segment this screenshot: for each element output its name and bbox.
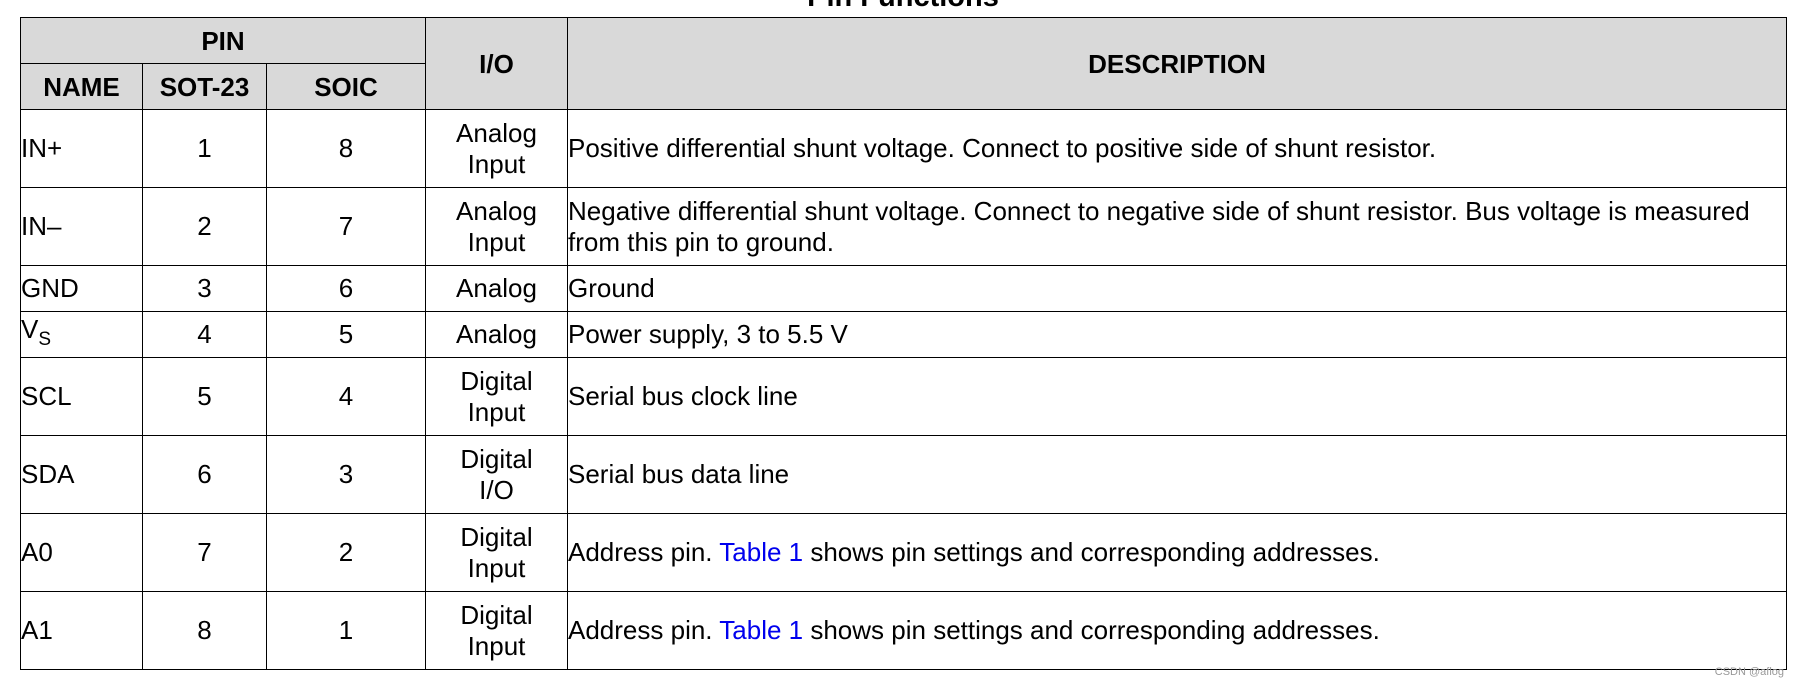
pin-soic: 7 [266, 187, 426, 266]
header-pin: PIN [20, 17, 426, 64]
pin-description: Power supply, 3 to 5.5 V [567, 311, 1787, 358]
pin-io: Analog [425, 265, 568, 312]
pin-name: IN+ [20, 109, 143, 188]
pin-description: Address pin. Table 1 shows pin settings … [567, 591, 1787, 670]
pin-sot23: 8 [142, 591, 267, 670]
pin-sot23: 4 [142, 311, 267, 358]
pin-name: SCL [20, 357, 143, 436]
header-io: I/O [425, 17, 568, 110]
pin-sot23: 6 [142, 435, 267, 514]
pin-name: IN– [20, 187, 143, 266]
pin-soic: 5 [266, 311, 426, 358]
pin-soic: 3 [266, 435, 426, 514]
table-row: VS 4 5 Analog Power supply, 3 to 5.5 V [20, 311, 1787, 358]
header-name: NAME [20, 63, 143, 110]
table-1-link[interactable]: Table 1 [719, 537, 804, 567]
pin-soic: 8 [266, 109, 426, 188]
pin-name: A1 [20, 591, 143, 670]
pin-sot23: 3 [142, 265, 267, 312]
header-description: DESCRIPTION [567, 17, 1787, 110]
pin-description: Serial bus data line [567, 435, 1787, 514]
header-soic: SOIC [266, 63, 426, 110]
watermark: CSDN @aflog [1714, 666, 1784, 678]
pin-soic: 1 [266, 591, 426, 670]
pin-sot23: 5 [142, 357, 267, 436]
pin-name: SDA [20, 435, 143, 514]
pin-sot23: 7 [142, 513, 267, 592]
pin-io: Analog [425, 311, 568, 358]
pin-description: Address pin. Table 1 shows pin settings … [567, 513, 1787, 592]
pin-soic: 6 [266, 265, 426, 312]
table-1-link[interactable]: Table 1 [719, 615, 804, 645]
pin-soic: 4 [266, 357, 426, 436]
pin-description: Serial bus clock line [567, 357, 1787, 436]
pin-description: Positive differential shunt voltage. Con… [567, 109, 1787, 188]
pin-sot23: 2 [142, 187, 267, 266]
pin-name: A0 [20, 513, 143, 592]
page-title: Pin Functions [20, 0, 1786, 12]
pin-soic: 2 [266, 513, 426, 592]
table-row: GND 3 6 Analog Ground [20, 265, 1787, 312]
pin-name: GND [20, 265, 143, 312]
pin-description: Negative differential shunt voltage. Con… [567, 187, 1787, 266]
pin-name: VS [20, 311, 143, 358]
pin-functions-table: PIN I/O DESCRIPTION NAME SOT-23 SOIC IN+… [20, 17, 1787, 670]
pin-sot23: 1 [142, 109, 267, 188]
pin-description: Ground [567, 265, 1787, 312]
header-sot23: SOT-23 [142, 63, 267, 110]
